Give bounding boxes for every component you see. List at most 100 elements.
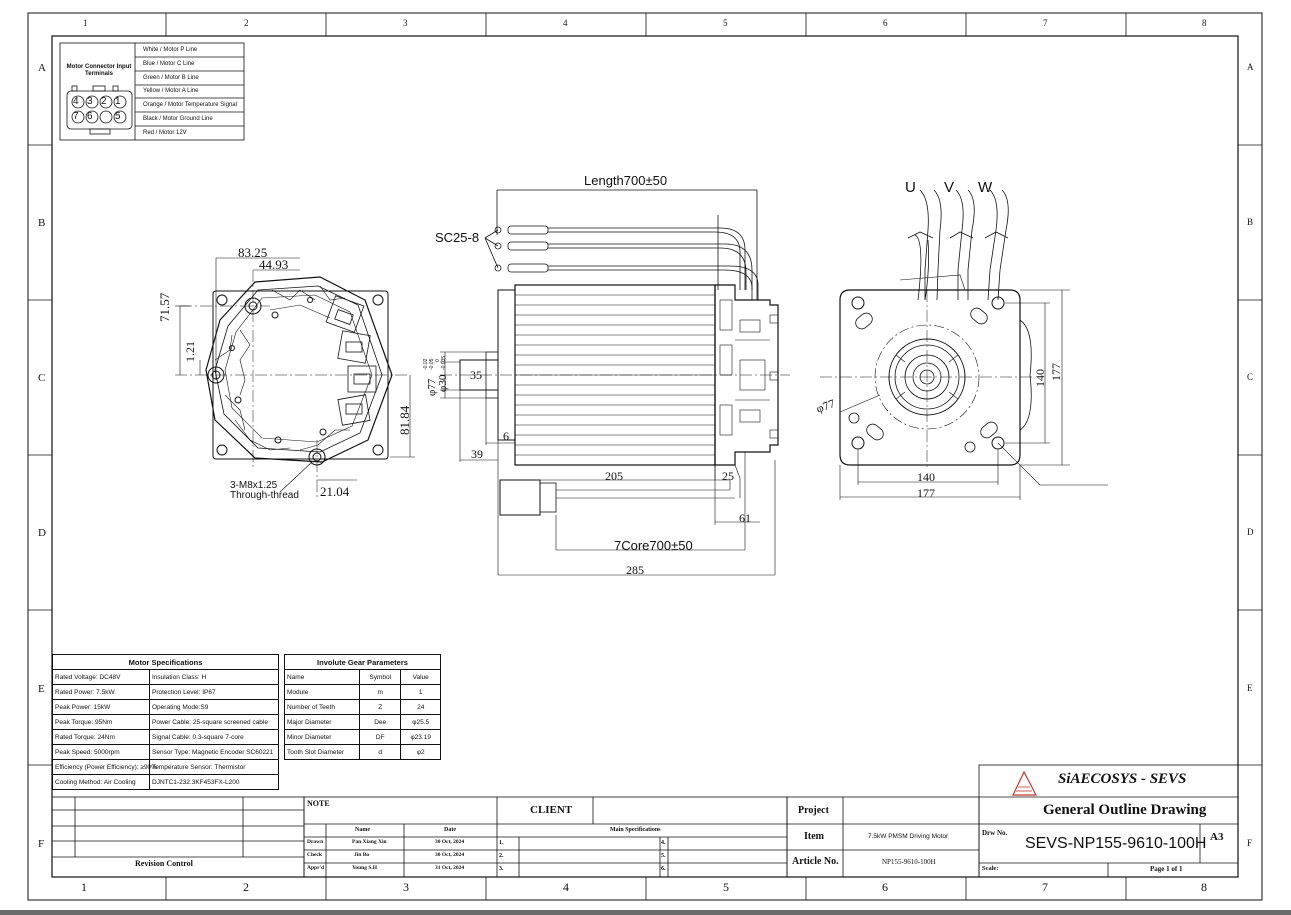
row-label: B	[38, 217, 46, 229]
pin-label: 5	[115, 111, 121, 122]
gear-cell: DF	[358, 729, 402, 745]
column-label: 5	[723, 880, 729, 894]
item-value: 7.5kW PMSM Driving Motor	[868, 833, 949, 840]
sign-name: Jin Bo	[354, 852, 370, 858]
sign-role: Appr'd	[307, 865, 325, 871]
dimension-label: 61	[739, 511, 751, 525]
spec-number: 6.	[661, 866, 666, 872]
date-header: Date	[444, 827, 456, 833]
gear-cell: Module	[284, 684, 360, 700]
column-label: 1	[81, 880, 87, 894]
gear-cell: Major Diameter	[284, 714, 360, 730]
thread-note: 3-M8x1.25	[230, 480, 278, 491]
column-label: 1	[83, 18, 88, 28]
sign-role: Check	[307, 852, 322, 858]
left-view	[175, 257, 415, 500]
connector-table	[59, 42, 245, 141]
spec-cell: Power Cable: 25-square screened cable	[149, 714, 279, 730]
gear-cell: 1	[400, 684, 441, 700]
motor-specs-table: Motor Specifications Rated Voltage: DC48…	[52, 654, 279, 790]
spec-number: 4.	[661, 840, 666, 846]
pin-label: 3	[87, 96, 93, 107]
column-label: 6	[882, 880, 888, 894]
phase-label: V	[944, 179, 955, 196]
connector-title: Motor Connector Input Terminals	[66, 64, 132, 78]
row-label: B	[1247, 217, 1254, 227]
spec-cell: Temperature Sensor: Thermistor	[149, 759, 279, 775]
pin-label: 4	[73, 96, 79, 107]
gear-cell: Number of Teeth	[284, 699, 360, 715]
pin-label: 2	[101, 96, 107, 107]
column-label: 4	[563, 880, 569, 894]
spec-cell: DJNTC1-232.3KF453FX-L200	[149, 774, 279, 790]
dimension-label: 1.21	[183, 341, 197, 362]
row-label: D	[1247, 527, 1254, 537]
sign-date: 30 Oct, 2024	[435, 839, 465, 845]
phase-label: U	[905, 179, 916, 196]
connector-line: Blue / Motor C Line	[143, 61, 195, 67]
gear-cell: m	[358, 684, 402, 700]
dimension-label: 285	[626, 563, 644, 577]
column-label: 6	[883, 18, 888, 28]
spec-cell: Rated Torque: 24Nm	[52, 729, 150, 745]
row-label: C	[38, 372, 46, 384]
dimension-label: 25	[722, 469, 734, 483]
pin-label: 6	[87, 111, 93, 122]
connector-line: Black / Motor Ground Line	[143, 116, 213, 122]
row-label: D	[38, 527, 46, 539]
connector-line: Green / Motor B Line	[143, 75, 199, 81]
cable-callout: SC25-8	[435, 230, 480, 245]
row-label: C	[1247, 372, 1254, 382]
gear-title: Involute Gear Parameters	[284, 654, 441, 670]
row-label: F	[1247, 838, 1253, 848]
phase-label: W	[978, 179, 993, 196]
spec-number: 2.	[499, 853, 504, 859]
column-label: 8	[1202, 18, 1207, 28]
sign-name: Pan Xiang Xin	[352, 839, 387, 845]
thread-note: Through-thread	[230, 490, 299, 501]
scale-label: Scale:	[982, 865, 999, 872]
article-value: NP155-9610-100H	[882, 858, 936, 866]
front-view	[820, 189, 1108, 500]
spec-cell: Cooling Method: Air Cooling	[52, 774, 150, 790]
spec-cell: Peak Torque: 95Nm	[52, 714, 150, 730]
row-label: E	[1247, 683, 1253, 693]
column-label: 5	[723, 18, 728, 28]
gear-cell: d	[358, 744, 402, 760]
title-block-lines	[51, 764, 1239, 878]
column-label: 4	[563, 18, 568, 28]
side-view	[440, 189, 790, 576]
connector-line: Orange / Motor Temperature Signal	[143, 102, 237, 108]
item-label: Item	[804, 831, 824, 842]
sign-name: Young S.H	[352, 865, 378, 871]
pin-label: 1	[115, 96, 121, 107]
dimension-label: 6	[503, 429, 509, 443]
gear-cell: Z	[358, 699, 402, 715]
revision-label: Revision Control	[135, 859, 193, 868]
column-label: 2	[244, 18, 249, 28]
gear-cell: Tooth Slot Diameter	[284, 744, 360, 760]
dimension-label: 39	[471, 447, 483, 461]
drawing-number: SEVS-NP155-9610-100H	[1025, 835, 1207, 852]
gear-cell: Minor Diameter	[284, 729, 360, 745]
motor-specs-title: Motor Specifications	[52, 654, 279, 670]
row-label: A	[1247, 62, 1254, 72]
dimension-label: 7Core700±50	[614, 538, 693, 553]
column-label: 2	[243, 880, 249, 894]
page-number: Page 1 of 1	[1150, 865, 1183, 873]
spec-cell: Insulation Class: H	[149, 669, 279, 685]
spec-cell: Operating Mode:S9	[149, 699, 279, 715]
sign-date: 30 Oct, 2024	[435, 852, 465, 858]
spec-number: 3.	[499, 866, 504, 872]
pin-label: 7	[73, 111, 79, 122]
connector-line: White / Motor P Line	[143, 47, 198, 53]
dimension-label: Length700±50	[584, 173, 668, 188]
name-header: Name	[355, 827, 370, 833]
gear-cell: 24	[400, 699, 441, 715]
column-label: 3	[403, 18, 408, 28]
row-label: F	[38, 838, 45, 850]
article-label: Article No.	[792, 856, 839, 867]
connector-line: Yellow / Motor A Line	[143, 88, 199, 94]
spec-number: 1.	[499, 840, 504, 846]
spec-cell: Rated Voltage: DC48V	[52, 669, 150, 685]
